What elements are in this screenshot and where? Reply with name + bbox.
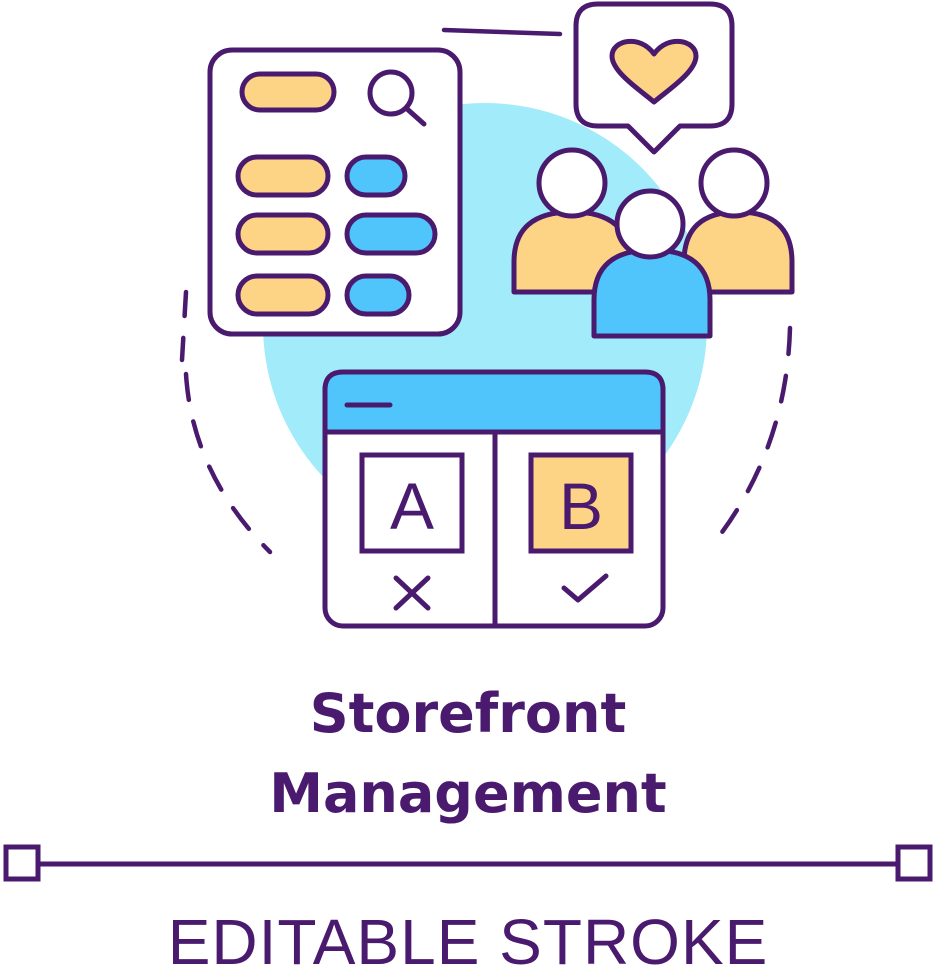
catalog-list-icon: [207, 47, 463, 337]
ab-test-window-icon: [322, 369, 666, 629]
editable-stroke-caption: EDITABLE STROKE: [167, 906, 769, 978]
option-b-letter: B: [559, 469, 603, 543]
speech-bubble-heart-icon: [573, 1, 735, 155]
option-a-box: [359, 452, 465, 554]
dashed-circle-icon: [179, 27, 793, 555]
stroke-handle-line: [3, 844, 933, 882]
cross-icon: [393, 575, 431, 611]
option-b-box: [528, 452, 634, 554]
checkmark-icon: [561, 573, 609, 603]
title-line-1: Storefront: [309, 682, 627, 745]
customer-group-icon: [511, 147, 795, 339]
title-line-2: Management: [269, 762, 667, 825]
option-a-letter: A: [390, 469, 434, 543]
search-icon: [367, 69, 427, 127]
